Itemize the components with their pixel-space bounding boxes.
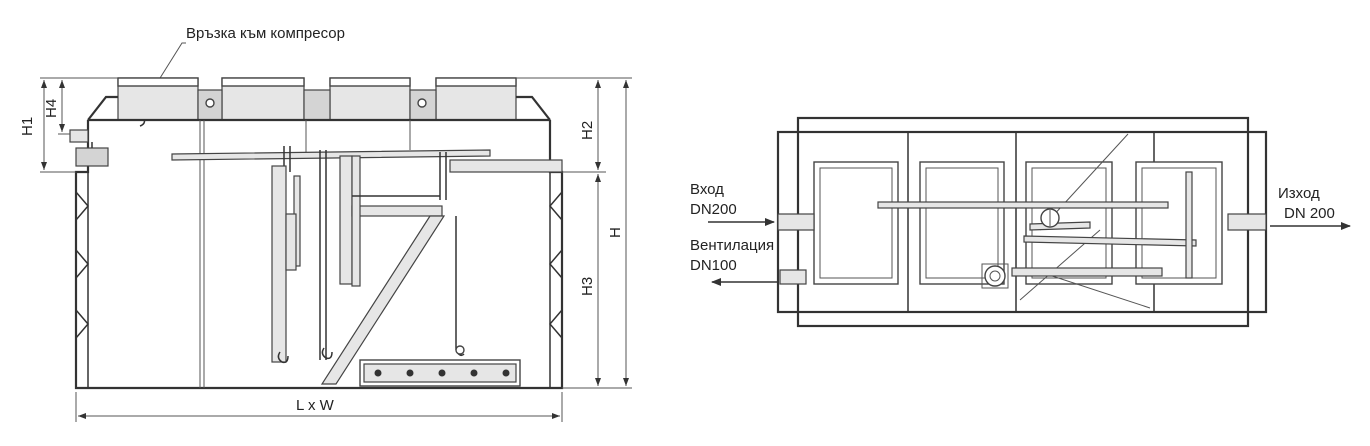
dim-h4-label: H4 xyxy=(43,99,60,118)
inlet-label-line1: Вход xyxy=(690,181,724,198)
dim-h1-label: H1 xyxy=(19,117,36,136)
side-view: Връзка към компресор xyxy=(19,25,632,422)
dim-h3-label: H3 xyxy=(579,277,596,296)
horizontal-air-pipe xyxy=(171,149,491,161)
vent-label-line1: Вентилация xyxy=(690,237,774,254)
vent-stub xyxy=(779,269,807,285)
dim-lxw-label: L x W xyxy=(296,397,335,414)
airlift-tube-1 xyxy=(271,165,287,363)
vent-label-line2: DN100 xyxy=(690,257,737,274)
top-view: Вход DN200 Вентилация DN100 Изход DN 200 xyxy=(690,116,1351,328)
dim-h2-label: H2 xyxy=(579,121,596,140)
bracket xyxy=(351,205,443,217)
right-ribs xyxy=(549,191,563,339)
left-ribs xyxy=(75,191,89,339)
diagonal-pipe xyxy=(1023,235,1197,247)
manhole-2 xyxy=(919,161,1005,285)
airlift-tube-2 xyxy=(339,155,353,285)
manhole-4 xyxy=(1135,161,1223,285)
inlet-pipe xyxy=(69,129,89,143)
dim-h-label: H xyxy=(607,227,624,238)
outlet-label-line1: Изход xyxy=(1278,185,1320,202)
central-pipe xyxy=(877,201,1169,209)
dimension-lines: H1 H4 H2 H H3 L x W xyxy=(19,77,632,422)
outlet-label-line2: DN 200 xyxy=(1284,205,1335,222)
inlet-label-line2: DN200 xyxy=(690,201,737,218)
manhole-1 xyxy=(813,161,899,285)
pump-2 xyxy=(984,265,1006,287)
diagonal-baffle xyxy=(320,215,446,385)
outlet-stub xyxy=(1227,213,1267,231)
inlet-fitting xyxy=(75,147,109,167)
top-risers xyxy=(117,77,517,121)
tank-top-shoulders xyxy=(87,95,551,121)
inlet-stub xyxy=(777,213,815,231)
outlet-pipe xyxy=(449,159,563,173)
compressor-connection-label: Връзка към компресор xyxy=(186,25,345,42)
